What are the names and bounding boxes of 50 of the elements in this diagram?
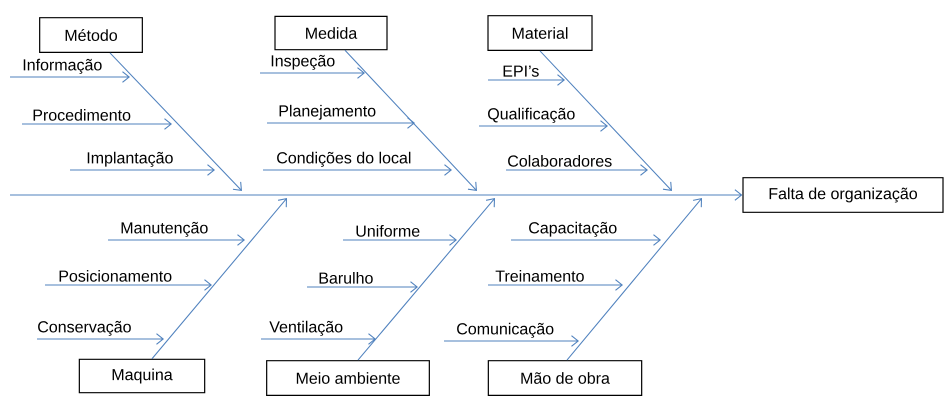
- cause-arrow: [444, 335, 579, 347]
- cause-arrow: [22, 118, 172, 130]
- cause-arrow: [70, 164, 215, 176]
- cause-label: Colaboradores: [508, 155, 612, 167]
- cause-arrow: [263, 164, 452, 176]
- cause-label: Procedimento: [34, 109, 130, 121]
- cause-label: Inspeção: [272, 54, 335, 70]
- cause-arrow: [260, 67, 365, 79]
- cause-arrow: [108, 234, 245, 246]
- cause-label: Uniforme: [356, 225, 420, 237]
- cause-arrow: [488, 279, 623, 291]
- bone-arrow: [344, 50, 477, 191]
- cause-arrow: [45, 279, 212, 291]
- cause-arrow: [479, 120, 608, 132]
- cause-arrow: [506, 164, 648, 176]
- category-box: Falta de organização: [742, 177, 944, 213]
- cause-arrow: [261, 333, 376, 345]
- cause-arrow: [307, 281, 418, 293]
- cause-label: Conservação: [38, 320, 131, 336]
- cause-arrow: [37, 333, 164, 345]
- cause-label: Barulho: [320, 272, 373, 284]
- cause-label: Planejamento: [280, 104, 376, 120]
- bone-arrow: [152, 198, 287, 360]
- cause-label: Treinamento: [496, 270, 584, 282]
- cause-label: EPI’s: [504, 66, 539, 77]
- cause-arrow: [267, 117, 415, 129]
- cause-label: Qualificação: [488, 108, 575, 123]
- category-box: Material: [487, 15, 593, 51]
- cause-label: Implantação: [88, 152, 173, 167]
- spine-arrow: [10, 189, 742, 201]
- cause-arrow: [343, 234, 457, 246]
- cause-label: Posicionamento: [60, 270, 172, 282]
- bone-arrow: [358, 198, 495, 360]
- cause-label: Condições do local: [277, 152, 410, 167]
- cause-arrow: [511, 234, 661, 246]
- category-box: Mão de obra: [488, 360, 642, 396]
- category-box: Maquina: [78, 358, 206, 394]
- cause-arrow: [488, 74, 565, 86]
- bone-arrow: [110, 52, 242, 191]
- cause-label: Informação: [24, 58, 102, 74]
- bone-arrow: [566, 198, 702, 360]
- cause-label: Manutenção: [122, 222, 208, 237]
- cause-label: Ventilação: [269, 320, 342, 336]
- cause-label: Comunicação: [457, 322, 554, 338]
- cause-arrow: [10, 71, 130, 83]
- bone-arrow: [540, 50, 672, 191]
- category-box: Método: [39, 17, 143, 53]
- category-box: Medida: [274, 16, 388, 50]
- cause-label: Capacitação: [529, 222, 617, 237]
- category-box: Meio ambiente: [266, 360, 430, 396]
